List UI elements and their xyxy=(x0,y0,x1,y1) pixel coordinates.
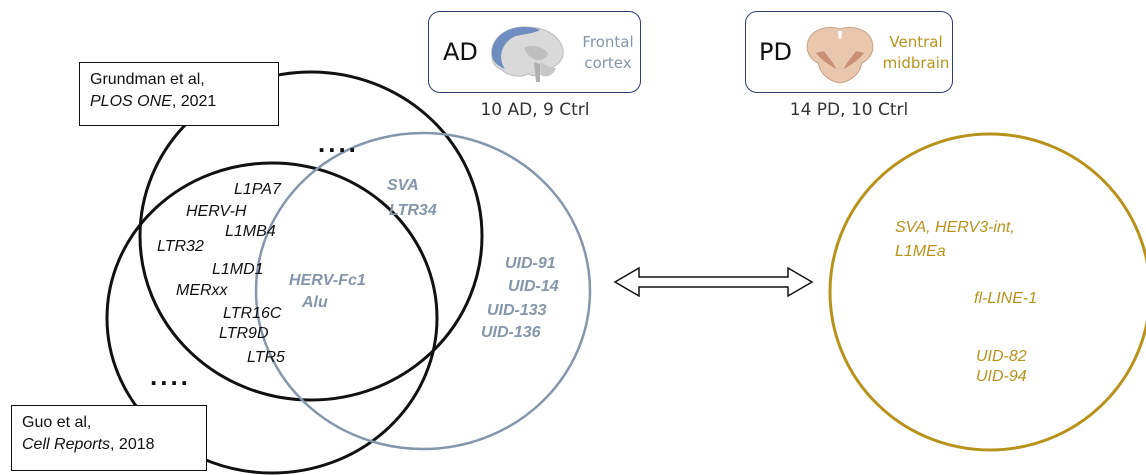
pd-tag: PD xyxy=(759,38,792,66)
label-uid-14: UID-14 xyxy=(508,278,559,295)
pd-panel: PD Ventral midbrain xyxy=(745,11,953,93)
label-alu: Alu xyxy=(301,294,328,311)
midbrain-icon xyxy=(806,27,874,84)
brain-sagittal-icon xyxy=(491,26,564,82)
guo-year: , 2018 xyxy=(110,436,155,453)
label-ltr9d: LTR9D xyxy=(219,325,269,342)
label-l1mb4: L1MB4 xyxy=(225,223,276,240)
label-pd-fl-line-1: fl-LINE-1 xyxy=(974,290,1037,307)
double-arrow-icon xyxy=(613,266,814,298)
ellipsis-top: .... xyxy=(318,128,359,158)
ad-panel: AD Frontal cortex xyxy=(428,11,641,93)
pd-region-line1: Ventral xyxy=(889,33,943,51)
label-pd-uid-82: UID-82 xyxy=(976,348,1027,365)
label-uid-136: UID-136 xyxy=(481,324,541,341)
grundman-journal: PLOS ONE xyxy=(90,93,172,110)
label-ltr5: LTR5 xyxy=(247,349,285,366)
label-merxx: MERxx xyxy=(176,282,229,299)
ad-sample-counts: 10 AD, 9 Ctrl xyxy=(480,100,590,120)
guo-journal-line: Cell Reports, 2018 xyxy=(22,434,196,456)
pd-region-line2: midbrain xyxy=(882,54,950,72)
guo-authors: Guo et al, xyxy=(22,414,92,431)
grundman-year: , 2021 xyxy=(171,93,217,110)
ad-region-line1: Frontal xyxy=(582,33,634,51)
label-herv-h: HERV-H xyxy=(186,203,247,220)
guo-citation-box: Guo et al, Cell Reports, 2018 xyxy=(11,405,207,471)
grundman-citation-box: Grundman et al, PLOS ONE, 2021 xyxy=(79,62,279,126)
pd-circle xyxy=(828,132,1146,452)
guo-journal: Cell Reports xyxy=(22,436,111,453)
label-l1md1: L1MD1 xyxy=(212,261,264,278)
grundman-journal-line: PLOS ONE, 2021 xyxy=(90,91,268,113)
ad-tag: AD xyxy=(443,38,478,66)
label-pd-sva-herv3: SVA, HERV3-int, xyxy=(895,219,1015,236)
label-ltr16c: LTR16C xyxy=(223,305,282,322)
guo-circle xyxy=(105,161,439,475)
label-l1pa7: L1PA7 xyxy=(234,181,282,198)
pd-sample-counts: 14 PD, 10 Ctrl xyxy=(789,100,909,120)
label-uid-133: UID-133 xyxy=(487,302,547,319)
ellipsis-bottom: .... xyxy=(150,361,191,391)
label-herv-fc1: HERV-Fc1 xyxy=(289,272,366,289)
label-ltr34: LTR34 xyxy=(389,202,437,219)
grundman-circle xyxy=(138,70,484,402)
grundman-authors: Grundman et al, xyxy=(90,71,205,88)
ad-region-line2: cortex xyxy=(584,54,632,72)
label-uid-91: UID-91 xyxy=(505,255,556,272)
label-pd-uid-94: UID-94 xyxy=(976,368,1027,385)
label-sva: SVA xyxy=(387,177,419,194)
label-pd-l1mea: L1MEa xyxy=(895,243,946,260)
label-ltr32: LTR32 xyxy=(157,238,204,255)
ad-circle xyxy=(254,131,592,451)
